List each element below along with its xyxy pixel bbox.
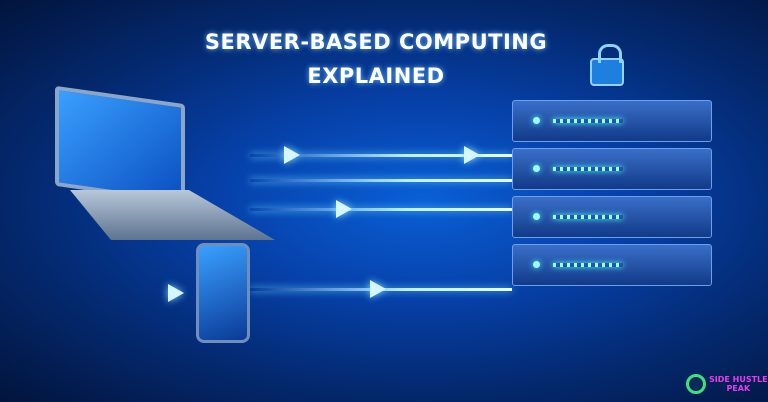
server-unit [512, 100, 712, 142]
laptop-keyboard [70, 190, 275, 240]
brand-logo: SIDE HUSTLE PEAK [686, 374, 768, 394]
arrow-right-icon [464, 146, 480, 164]
laptop-icon [55, 85, 185, 205]
logo-text-line2: PEAK [726, 384, 751, 393]
data-beam [250, 179, 512, 182]
padlock-icon [590, 44, 624, 86]
arrow-right-icon [370, 280, 386, 298]
server-unit [512, 244, 712, 286]
server-unit [512, 196, 712, 238]
logo-text-line1: SIDE HUSTLE [709, 375, 768, 384]
smartphone-icon [196, 243, 250, 343]
arrow-right-icon [284, 146, 300, 164]
server-rack-icon [512, 95, 722, 286]
logo-badge-icon [686, 374, 706, 394]
title-line-1: SERVER-BASED COMPUTING [204, 30, 548, 54]
title-line-2: EXPLAINED [307, 64, 445, 88]
arrow-right-icon [336, 200, 352, 218]
data-beam [250, 208, 512, 211]
server-unit [512, 148, 712, 190]
data-beam [250, 154, 512, 157]
arrow-right-icon [168, 284, 184, 302]
